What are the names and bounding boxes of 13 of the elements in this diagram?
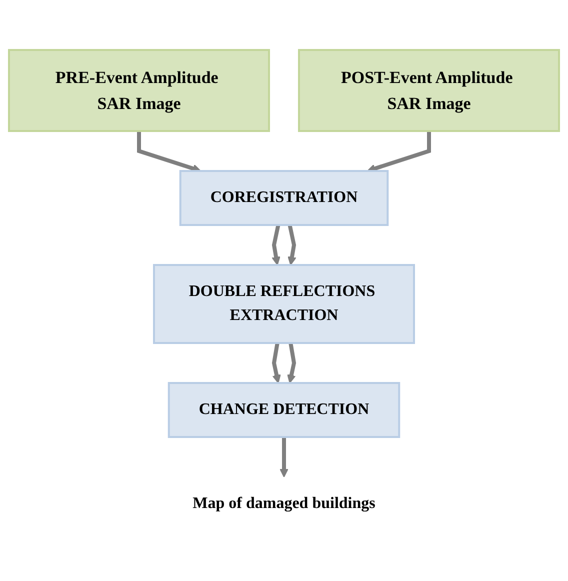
arrow [272, 224, 280, 266]
node-box: COREGISTRATION [179, 170, 389, 226]
arrow [288, 224, 296, 266]
node-box: POST-Event Amplitude SAR Image [298, 49, 560, 132]
arrow [287, 342, 296, 384]
arrow [280, 437, 288, 478]
arrow [137, 131, 202, 173]
node-box: PRE-Event Amplitude SAR Image [8, 49, 270, 132]
node-box: DOUBLE REFLECTIONS EXTRACTION [153, 264, 415, 344]
arrow [366, 131, 431, 173]
node-box: CHANGE DETECTION [168, 382, 400, 438]
arrow [272, 342, 281, 384]
node-text: Map of damaged buildings [192, 495, 376, 512]
